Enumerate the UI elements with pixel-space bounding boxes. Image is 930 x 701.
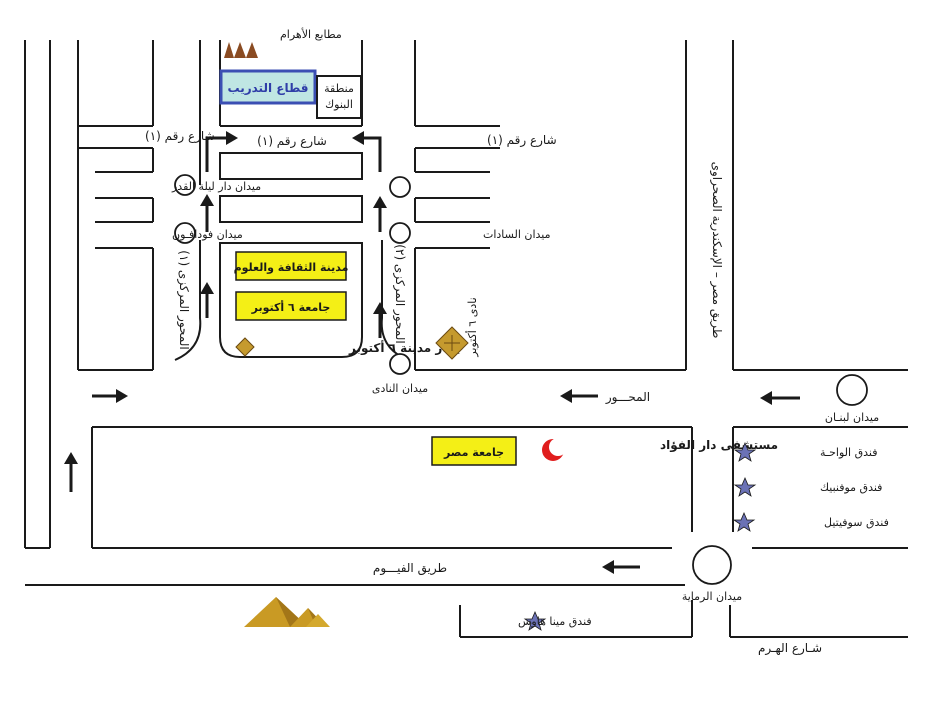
central-strip-2 (219, 195, 363, 223)
crescent-inner (549, 438, 567, 456)
sofitel-star (732, 511, 756, 532)
mena-house-hotel-label: فندق مينا هاوس (518, 615, 592, 628)
culture-city-box (235, 251, 347, 281)
arrow-head-far-left-up (64, 452, 78, 464)
axis1-curve-inner (174, 240, 202, 361)
hotel-star-icon (732, 511, 756, 532)
sadat-roundabout (389, 222, 411, 244)
laylat-alqadr-label: ميدان دار ليلة القدر (171, 180, 261, 193)
misr-university-label: جامعة مصر (443, 446, 504, 459)
banks-area-line1: منطقة (324, 82, 354, 95)
hotel-star-icon (733, 441, 757, 462)
city-authority-diamond-shape (235, 337, 255, 357)
remaya-label: ميدان الرماية (682, 590, 742, 603)
street1-left-label: شارع رقم (١) (145, 129, 215, 144)
arrow-head-axis2-lower (373, 302, 387, 314)
oasis-hotel-label: فندق الواحـة (820, 446, 877, 459)
mehwar-label: المحـــور (605, 390, 650, 405)
central-u-block (219, 242, 363, 358)
training-sector-label: قطاع التدريب (228, 81, 309, 95)
central-axis-1-label: المحور المركزى (١) (176, 250, 191, 349)
vodafone-roundabout (174, 222, 196, 244)
october-club-diamond-icon (435, 326, 469, 360)
central-axis-2-label: المحور المركزى (٢) (392, 244, 407, 343)
nadi-label: ميدان النادى (372, 382, 428, 395)
arrow-head-axis1-upper (200, 194, 214, 206)
central-strip-1 (219, 152, 363, 180)
arrow-head-turn-left (226, 131, 238, 145)
small-pyramid-2 (234, 42, 246, 58)
mena-house-star (523, 610, 547, 631)
arrow-head-mehwar-left (560, 389, 572, 403)
street1-center-label: شارع رقم (١) (257, 134, 327, 149)
banks-area-line2: البنوك (325, 98, 353, 111)
remaya-roundabout (692, 545, 732, 585)
desert-road-label: طريق مصر – الإسكندرية الصحراوى (709, 162, 724, 339)
movenpick-hotel-label: فندق موفنبيك (820, 481, 882, 494)
haram-street-label: شـارع الهـرم (758, 641, 822, 656)
sadat-label: ميدان السادات (483, 228, 551, 241)
arrow-head-axis1-lower (200, 282, 214, 294)
laylat-alqadr-roundabout (174, 174, 196, 196)
city-authority-label: جهاز مدينة ٦ أكتوبر (348, 340, 463, 356)
october-university-box (235, 291, 347, 321)
misr-university-box (431, 436, 517, 466)
pyramids-icon-small (224, 42, 258, 58)
culture-city-label: مدينة الثقافة والعلوم (234, 261, 349, 274)
arrow-head-axis2-upper (373, 196, 387, 208)
arrow-turn-left (205, 136, 228, 172)
arrow-head-mehwar-right (116, 389, 128, 403)
street1-right-label: شارع رقم (١) (487, 133, 557, 148)
small-pyramid-1 (224, 42, 234, 58)
october-club-label: نادى ٦ أكتوبر (465, 297, 479, 357)
training-sector-box (219, 69, 317, 105)
hotel-star-icon (523, 610, 547, 631)
hospital-label: مستشفى دار الفؤاد (660, 438, 778, 453)
lebanon-label: ميدان لبنـان (825, 411, 879, 424)
hotel-star-icon (733, 476, 757, 497)
oasis-star (733, 441, 757, 462)
direction-arrows (64, 131, 800, 574)
lebanon-roundabout (836, 374, 868, 406)
printing-label: مطابع الأهرام (280, 27, 342, 41)
vodafone-label: ميدان فودافـون (172, 228, 243, 241)
arrow-turn-right (362, 136, 382, 172)
arrow-head-turn-right (352, 131, 364, 145)
red-crescent-icon (542, 438, 567, 461)
banks-area-box (316, 75, 362, 119)
small-pyramid-3 (246, 42, 258, 58)
sofitel-hotel-label: فندق سوفيتيل (824, 516, 889, 529)
sadat-roundabout-top (389, 176, 411, 198)
pyramid-small (306, 614, 330, 627)
fayoum-road-label: طريق الفيـــوم (373, 561, 447, 576)
movenpick-star (733, 476, 757, 497)
city-authority-diamond-icon (235, 337, 255, 357)
october-university-label: جامعة ٦ أكتوبر (251, 300, 331, 314)
arrow-head-fayoum-left (602, 560, 614, 574)
arrow-head-lebanon-left (760, 391, 772, 405)
nadi-roundabout (389, 353, 411, 375)
giza-pyramids-icon (244, 597, 330, 627)
